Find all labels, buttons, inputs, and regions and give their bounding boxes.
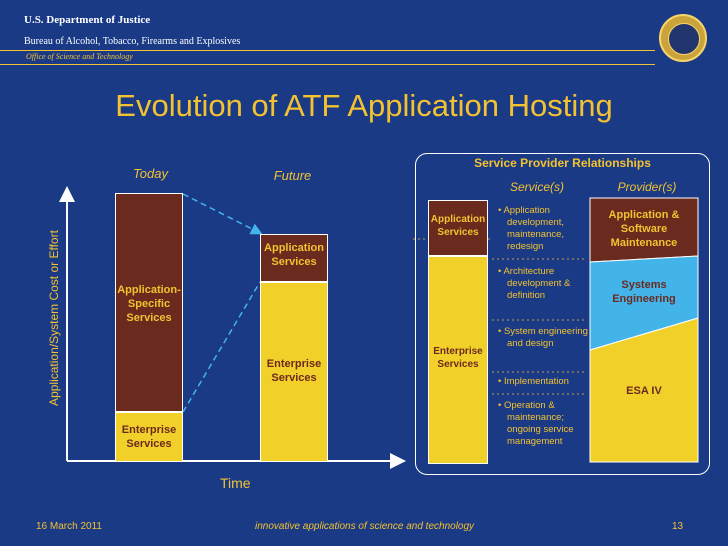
footer-tagline: innovative applications of science and t… [255,521,475,532]
future-app-bar: Application Services [260,234,328,282]
provider-systems-engineering: Systems Engineering [612,279,676,305]
future-label: Future [273,168,312,183]
service-item-2: • Architecture development & definition [498,266,571,301]
atf-seal-icon [659,14,707,62]
header-rule-bottom [0,64,655,65]
future-ent-bar: Enterprise Services [260,282,328,462]
spr-ent-label: Enterprise Services [433,346,483,370]
today-ent-label: Enterprise Services [121,424,177,450]
today-app-bar: Application- Specific Services [115,193,183,412]
future-ent-label: Enterprise Services [266,358,322,384]
footer-page-number: 13 [672,521,684,532]
service-item-4: • Implementation [498,376,569,387]
spr-app-label: Application Services [430,214,486,238]
office-name: Office of Science and Technology [26,52,133,61]
spr-ent-bar: Enterprise Services [428,256,488,464]
spr-title: Service Provider Relationships [474,156,651,170]
spr-panel [415,153,710,475]
today-label: Today [133,166,168,181]
provider-esa-iv: ESA IV [626,385,662,397]
service-item-5: • Operation & maintenance; ongoing servi… [498,400,574,447]
x-axis-label: Time [220,475,251,491]
today-ent-bar: Enterprise Services [115,412,183,462]
future-app-label: Application Services [264,242,324,268]
services-column-header: Service(s) [509,180,564,194]
org-line2: Bureau of Alcohol, Tobacco, Firearms and… [24,36,241,47]
slide-title: Evolution of ATF Application Hosting [115,88,613,123]
today-app-label: Application- Specific Services [117,284,181,324]
header-rule-top [0,50,655,51]
providers-column-header: Provider(s) [617,180,677,194]
service-item-3: • System engineering and design [498,326,588,349]
footer-date: 16 March 2011 [36,521,102,532]
provider-app-maintenance: Application & Software Maintenance [608,209,680,249]
org-line1: U.S. Department of Justice [24,14,151,26]
spr-app-bar: Application Services [428,200,488,256]
service-item-1: • Application development, maintenance, … [498,205,565,252]
